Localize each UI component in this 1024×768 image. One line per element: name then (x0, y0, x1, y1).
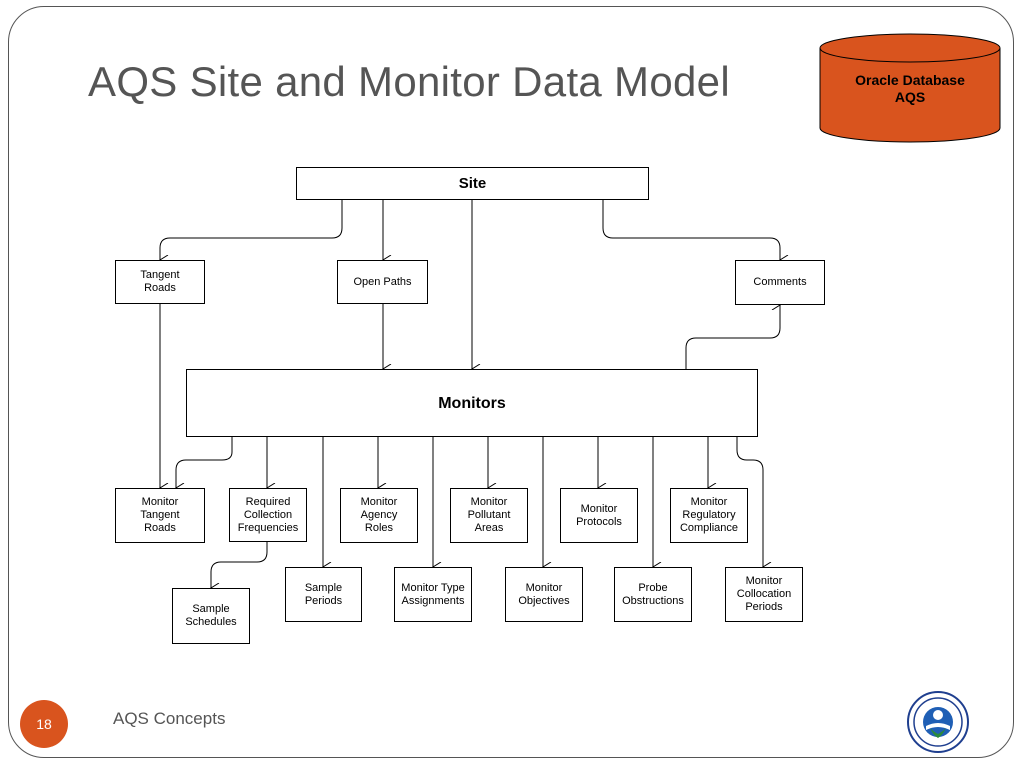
open-paths-box: Open Paths (337, 260, 428, 304)
comments-box: Comments (735, 260, 825, 305)
epa-seal-icon (907, 691, 969, 753)
monitor-collocation-periods-box: Monitor Collocation Periods (725, 567, 803, 622)
monitors-box: Monitors (186, 369, 758, 437)
monitor-agency-roles-box: Monitor Agency Roles (340, 488, 418, 543)
edge-required-collection-sample-schedules (211, 542, 268, 588)
monitor-pollutant-areas-box: Monitor Pollutant Areas (450, 488, 528, 543)
required-collection-frequencies-box: Required Collection Frequencies (229, 488, 307, 542)
edge-site-comments (602, 200, 780, 260)
edge-monitors-collocation-periods (736, 437, 763, 567)
edge-site-tangent-roads (160, 200, 343, 260)
slide-frame (8, 6, 1014, 758)
edge-monitors-comments (685, 305, 780, 369)
footer-text: AQS Concepts (113, 709, 226, 728)
monitor-protocols-box: Monitor Protocols (560, 488, 638, 543)
monitor-tangent-roads-box: Monitor Tangent Roads (115, 488, 205, 543)
monitor-objectives-box: Monitor Objectives (505, 567, 583, 622)
sample-periods-box: Sample Periods (285, 567, 362, 622)
probe-obstructions-box: Probe Obstructions (614, 567, 692, 622)
site-box: Site (296, 167, 649, 200)
edge-monitors-monitor-tangent-roads (176, 437, 233, 488)
slide-title: AQS Site and Monitor Data Model (88, 58, 730, 105)
page-number-badge: 18 (20, 700, 68, 748)
monitor-regulatory-compliance-box: Monitor Regulatory Compliance (670, 488, 748, 543)
database-label: Oracle Database AQS (855, 72, 965, 105)
monitor-type-assignments-box: Monitor Type Assignments (394, 567, 472, 622)
sample-schedules-box: Sample Schedules (172, 588, 250, 644)
tangent-roads-box: Tangent Roads (115, 260, 205, 304)
